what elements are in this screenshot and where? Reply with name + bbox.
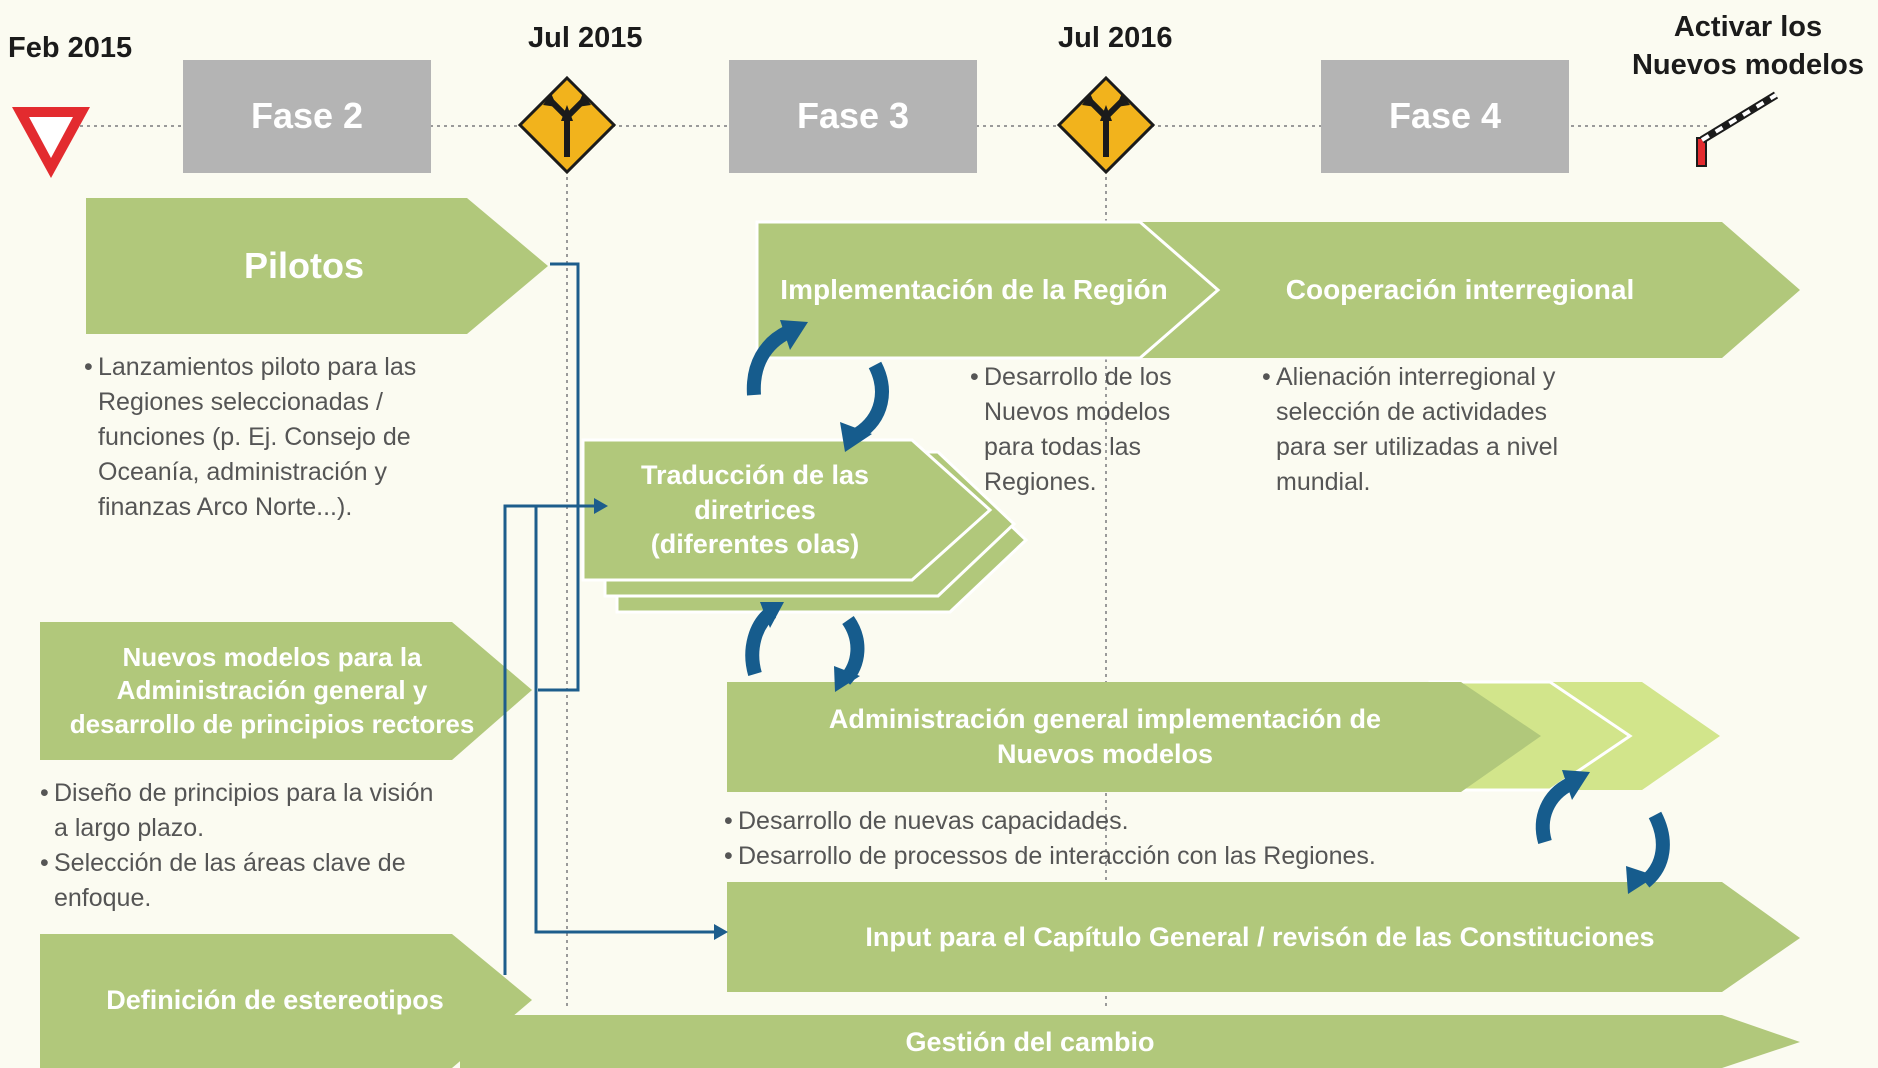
arrow-label-estereotipos: Definición de estereotipos — [106, 984, 444, 1015]
arrow-estereotipos — [40, 934, 532, 1068]
note-item: Diseño de principios para la visión a la… — [40, 776, 440, 846]
milestone-1-label: Jul 2015 — [528, 22, 643, 54]
arrow-pilotos — [86, 198, 548, 334]
arrow-label-cooperacion: Cooperación interregional — [1285, 274, 1635, 306]
yield-sign-icon — [12, 107, 90, 178]
connector-lines — [503, 262, 715, 975]
timeline-end-label: Activar los Nuevos modelos — [1631, 11, 1865, 81]
notes-cooperacion: Alienación interregional y selección de … — [1262, 360, 1562, 500]
arrow-label-gestion: Gestión del cambio — [905, 1026, 1155, 1057]
note-item: Desarrollo de nuevas capacidades. — [724, 804, 1544, 839]
phase-box-3 — [729, 60, 977, 173]
phase-box-4 — [1321, 60, 1569, 173]
milestone-2-label: Jul 2016 — [1058, 22, 1173, 54]
connector-arrowheads — [594, 498, 728, 940]
junction-sign-icon — [1056, 75, 1156, 175]
note-item: Lanzamientos piloto para las Regiones se… — [84, 350, 484, 525]
junction-sign-icon — [517, 75, 617, 175]
arrow-label-traduccion: Traducción de las diretrices (diferentes… — [640, 460, 870, 560]
barrier-gate-icon — [1696, 91, 1779, 167]
arrow-cooperacion — [1140, 222, 1800, 358]
arrow-label-implementacion: Implementación de la Región — [780, 274, 1168, 306]
phase-box-2 — [183, 60, 431, 173]
notes-nuevos-modelos: Diseño de principios para la visión a la… — [40, 776, 440, 916]
notes-pilotos: Lanzamientos piloto para las Regiones se… — [84, 350, 484, 525]
note-item: Alienación interregional y selección de … — [1262, 360, 1562, 500]
note-item: Selección de las áreas clave de enfoque. — [40, 846, 440, 916]
arrow-input-capitulo — [727, 882, 1800, 992]
note-item: Desarrollo de los Nuevos modelos para to… — [970, 360, 1210, 500]
phase-label-2: Fase 2 — [250, 95, 364, 137]
notes-implementacion: Desarrollo de los Nuevos modelos para to… — [970, 360, 1210, 500]
phase-label-4: Fase 4 — [1388, 95, 1502, 137]
timeline-start-label: Feb 2015 — [8, 32, 133, 64]
arrow-label-input-capitulo: Input para el Capítulo General / revisón… — [865, 921, 1655, 952]
arrow-nuevos-modelos — [40, 622, 532, 760]
note-item: Desarrollo de processos de interacción c… — [724, 839, 1544, 874]
arrow-admin-general — [727, 682, 1541, 792]
arrow-implementacion — [755, 220, 1221, 360]
cycle-arrowheads — [760, 320, 1656, 894]
notes-admin-general: Desarrollo de nuevas capacidades. Desarr… — [724, 804, 1544, 874]
phase-label-3: Fase 3 — [796, 95, 910, 137]
arrow-label-nuevos-modelos: Nuevos modelos para la Administración ge… — [69, 642, 475, 739]
arrow-label-pilotos: Pilotos — [243, 244, 364, 286]
arrow-label-admin-general: Administración general implementación de… — [828, 704, 1382, 769]
arrow-gestion — [460, 1015, 1800, 1068]
